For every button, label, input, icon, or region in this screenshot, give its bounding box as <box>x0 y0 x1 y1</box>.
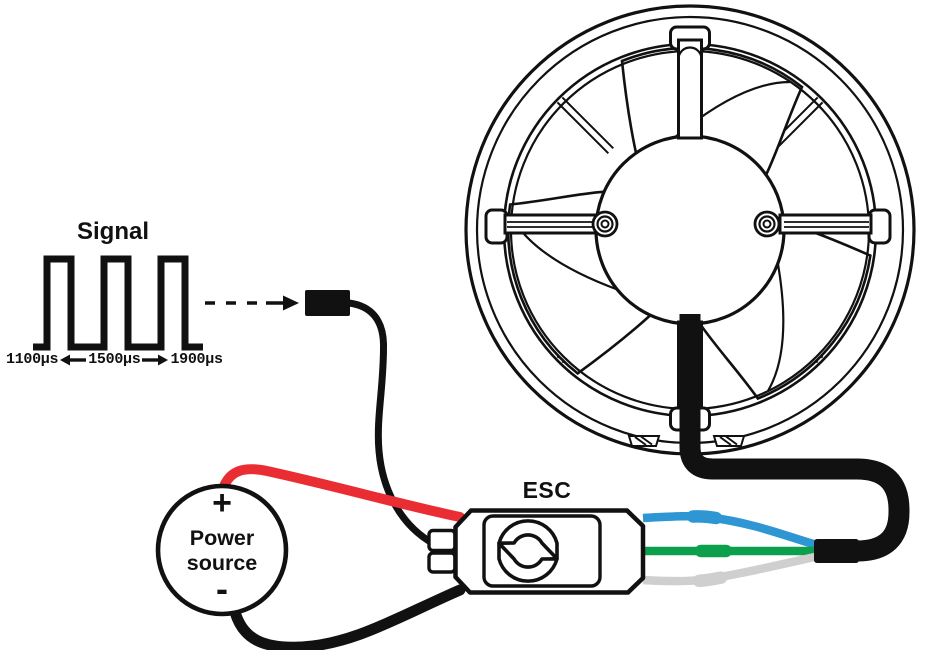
power-source-name-line2: source <box>186 551 258 575</box>
pulse-mid-label: 1500μs <box>88 351 141 368</box>
mount-tab-left-hatch2 <box>640 435 653 446</box>
strut-left <box>503 213 602 235</box>
esc-logo-icon <box>497 519 559 583</box>
phase-wire-white-connector <box>692 571 728 588</box>
screw-right-center <box>762 219 772 229</box>
pulse-min-label: 1100μs <box>6 351 59 368</box>
signal-connector <box>305 290 350 316</box>
duct-mount-tabs <box>627 435 746 447</box>
strut-top <box>677 38 703 140</box>
thruster <box>464 4 916 456</box>
screw-left-center <box>600 219 610 229</box>
power-source-positive: + <box>212 484 232 522</box>
esc-logo-upper-arc <box>497 519 559 561</box>
hub-screws <box>591 210 781 238</box>
power-source-circle <box>155 483 289 617</box>
power-source-name-line1: Power <box>189 526 255 550</box>
pulse-max-label: 1900μs <box>170 351 223 368</box>
esc-input-tab-bottom <box>427 551 457 574</box>
phase-wire-blue-connector <box>686 510 723 525</box>
mount-tab-right-hatch2 <box>725 435 738 446</box>
mount-tab-right-hatch <box>719 436 732 446</box>
pwm-waveform <box>33 255 203 351</box>
square-wave <box>33 255 203 351</box>
left-arrow-icon <box>60 354 87 365</box>
power-source-negative: - <box>216 568 228 609</box>
mount-tab-left-hatch <box>634 436 647 446</box>
esc-module <box>427 508 646 595</box>
power-wire-black <box>229 584 466 650</box>
cable-junction-sleeve <box>814 539 859 563</box>
phase-wire-white <box>642 551 821 586</box>
dashed-arrow-head <box>283 295 299 311</box>
pulse-width-scale: 1100μs 1500μs 1900μs <box>6 351 223 368</box>
esc-label: ESC <box>522 477 572 503</box>
strut-right <box>778 213 873 235</box>
signal-title: Signal <box>76 218 149 245</box>
strut-top-tip <box>677 46 703 60</box>
power-wire-red <box>218 464 465 522</box>
esc-logo-lower-arc <box>497 541 559 583</box>
right-arrow-icon <box>142 354 169 365</box>
motor-cable <box>679 314 910 562</box>
dashed-arrow-icon <box>205 295 299 311</box>
esc-input-tab-top <box>427 528 457 553</box>
phase-wire-blue <box>642 511 822 551</box>
phase-wires <box>642 510 822 588</box>
